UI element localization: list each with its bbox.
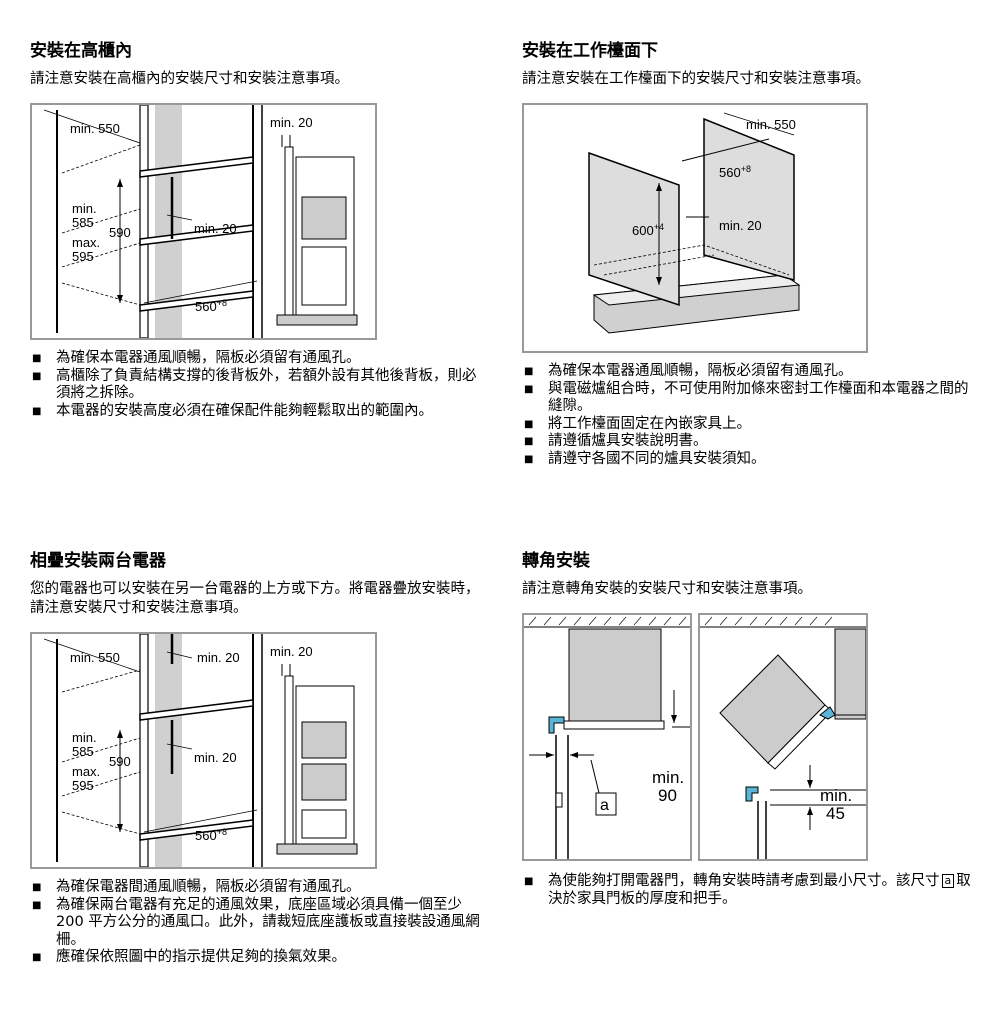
- dim-90: 90: [658, 786, 677, 805]
- tall-cabinet-figure: min. 550 min. 20 min. 20 min. 585 590 ma…: [30, 103, 377, 340]
- dim-min20-mid: min. 20: [194, 221, 237, 236]
- dim-min20-top: min. 20: [270, 115, 313, 130]
- dim-590: 590: [109, 225, 131, 240]
- dim-max: max.: [72, 764, 100, 779]
- dim-560: 560+8: [195, 827, 227, 843]
- list-item: 為確保電器間通風順暢，隔板必須留有通風孔。: [30, 879, 480, 897]
- list-item: 請遵循爐具安裝說明書。: [522, 433, 972, 451]
- dim-min20-mid: min. 20: [194, 750, 237, 765]
- corner-angled-diagram: min. 45: [700, 616, 866, 859]
- section-title: 相疊安裝兩台電器: [30, 551, 166, 571]
- under-counter-notes: 為確保本電器通風順暢，隔板必須留有通風孔。 與電磁爐組合時，不可使用附加條來密封…: [522, 363, 972, 468]
- ref-a-box: a: [941, 874, 955, 888]
- dim-min: min.: [652, 768, 684, 787]
- dim-min550: min. 550: [70, 650, 120, 665]
- section-under-counter: 安裝在工作檯面下 請注意安裝在工作檯面下的安裝尺寸和安裝注意事項。 min. 5…: [522, 40, 972, 468]
- section-intro: 請注意安裝在高櫃內的安裝尺寸和安裝注意事項。: [30, 71, 349, 87]
- dim-585: 585: [72, 215, 94, 230]
- list-item: 為確保本電器通風順暢，隔板必須留有通風孔。: [30, 350, 480, 368]
- dim-595: 595: [72, 778, 94, 793]
- dim-590: 590: [109, 754, 131, 769]
- dim-a-label: a: [600, 797, 609, 814]
- dim-min550: min. 550: [70, 121, 120, 136]
- dim-min: min.: [820, 786, 852, 805]
- section-intro: 請注意安裝在工作檯面下的安裝尺寸和安裝注意事項。: [522, 71, 870, 87]
- dim-min: min.: [72, 201, 97, 216]
- dim-600: 600+4: [632, 222, 664, 238]
- tall-cabinet-notes: 為確保本電器通風順暢，隔板必須留有通風孔。 高櫃除了負責結構支撐的後背板外，若額…: [30, 350, 480, 420]
- section-intro: 請注意轉角安裝的安裝尺寸和安裝注意事項。: [522, 581, 812, 597]
- list-item: 將工作檯面固定在內嵌家具上。: [522, 416, 972, 434]
- section-corner: 轉角安裝 請注意轉角安裝的安裝尺寸和安裝注意事項。: [522, 550, 972, 908]
- stacked-figure: min. 550 min. 20 min. 20 min. 20 min. 58…: [30, 632, 377, 869]
- dim-max: max.: [72, 235, 100, 250]
- stacked-diagram: min. 550 min. 20 min. 20 min. 20 min. 58…: [43, 634, 358, 867]
- corner-notes: 為使能夠打開電器門，轉角安裝時請考慮到最小尺寸。該尺寸a取決於家具門板的厚度和把…: [522, 873, 972, 908]
- list-item: 高櫃除了負責結構支撐的後背板外，若額外設有其他後背板，則必須將之拆除。: [30, 368, 480, 403]
- corner-angled-figure: min. 45: [698, 613, 868, 861]
- corner-front-figure: a min. 90: [522, 613, 692, 861]
- list-item: 請遵守各國不同的爐具安裝須知。: [522, 451, 972, 469]
- corner-front-diagram: a min. 90: [524, 616, 690, 859]
- dim-560: 560+8: [195, 298, 227, 314]
- section-intro: 您的電器也可以安裝在另一台電器的上方或下方。將電器疊放安裝時，請注意安裝尺寸和安…: [30, 581, 480, 616]
- section-stacked: 相疊安裝兩台電器 您的電器也可以安裝在另一台電器的上方或下方。將電器疊放安裝時，…: [30, 550, 480, 967]
- under-counter-diagram: min. 550 560+8 600+4 min. 20: [588, 112, 801, 334]
- dim-min20-side: min. 20: [270, 644, 313, 659]
- corner-figures: a min. 90: [522, 613, 868, 863]
- dim-min20-top: min. 20: [197, 650, 240, 665]
- dim-560: 560+8: [719, 164, 751, 180]
- dim-585: 585: [72, 744, 94, 759]
- note-text-start: 為使能夠打開電器門，轉角安裝時請考慮到最小尺寸。該尺寸: [548, 873, 940, 889]
- list-item: 為使能夠打開電器門，轉角安裝時請考慮到最小尺寸。該尺寸a取決於家具門板的厚度和把…: [522, 873, 972, 908]
- dim-45: 45: [826, 804, 845, 823]
- dim-min20: min. 20: [719, 218, 762, 233]
- stacked-notes: 為確保電器間通風順暢，隔板必須留有通風孔。 為確保兩台電器有充足的通風效果，底座…: [30, 879, 480, 967]
- dim-min550: min. 550: [746, 117, 796, 132]
- section-tall-cabinet: 安裝在高櫃內 請注意安裝在高櫃內的安裝尺寸和安裝注意事項。: [30, 40, 480, 420]
- dim-min: min.: [72, 730, 97, 745]
- section-title: 安裝在工作檯面下: [522, 41, 658, 61]
- section-title: 安裝在高櫃內: [30, 41, 132, 61]
- list-item: 本電器的安裝高度必須在確保配件能夠輕鬆取出的範圍內。: [30, 403, 480, 421]
- dim-595: 595: [72, 249, 94, 264]
- list-item: 應確保依照圖中的指示提供足夠的換氣效果。: [30, 949, 480, 967]
- list-item: 為確保本電器通風順暢，隔板必須留有通風孔。: [522, 363, 972, 381]
- list-item: 與電磁爐組合時，不可使用附加條來密封工作檯面和本電器之間的縫隙。: [522, 381, 972, 416]
- tall-cabinet-diagram: min. 550 min. 20 min. 20 min. 585 590 ma…: [43, 105, 358, 338]
- list-item: 為確保兩台電器有充足的通風效果，底座區域必須具備一個至少 200 平方公分的通風…: [30, 897, 480, 950]
- note-text-end: 取決於家具門板的厚度和把手。: [548, 873, 971, 907]
- section-title: 轉角安裝: [522, 551, 590, 571]
- under-counter-figure: min. 550 560+8 600+4 min. 20: [522, 103, 868, 353]
